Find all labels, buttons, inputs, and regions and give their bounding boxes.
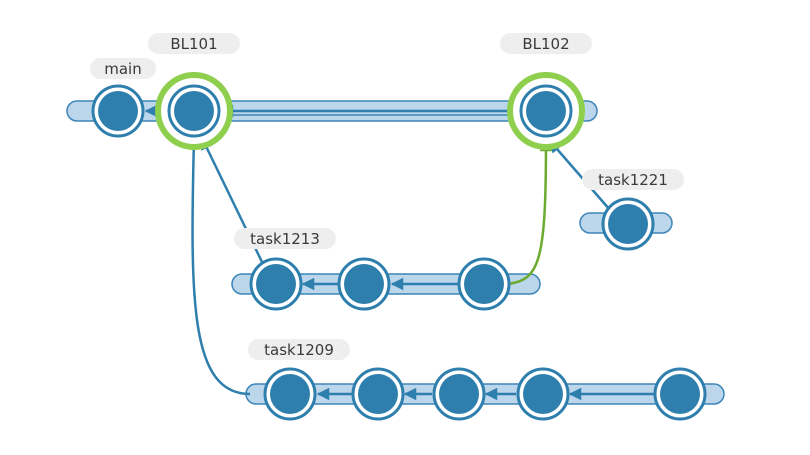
- label-task1209[interactable]: task1209: [248, 339, 350, 360]
- commit-task1209-4[interactable]: [516, 367, 570, 421]
- label-task1213-text: task1213: [250, 230, 320, 248]
- edge-task1209-to-bl101: [187, 136, 251, 396]
- label-bl101[interactable]: BL101: [148, 33, 240, 54]
- commit-task1209-5[interactable]: [653, 367, 707, 421]
- commit-task1213-2[interactable]: [337, 257, 391, 311]
- label-bl101-text: BL101: [170, 35, 217, 53]
- label-bl102[interactable]: BL102: [500, 33, 592, 54]
- commit-bl102[interactable]: [519, 84, 573, 138]
- edge-task1221-to-bl102: [549, 140, 611, 211]
- label-main-text: main: [104, 60, 141, 78]
- label-task1209-text: task1209: [264, 341, 334, 359]
- label-task1221-text: task1221: [598, 171, 668, 189]
- commit-bl101[interactable]: [167, 84, 221, 138]
- commit-task1213-1[interactable]: [249, 257, 303, 311]
- commit-main[interactable]: [91, 84, 145, 138]
- commit-task1221[interactable]: [601, 197, 655, 251]
- commit-task1209-1[interactable]: [263, 367, 317, 421]
- label-task1221[interactable]: task1221: [582, 169, 684, 190]
- commit-task1209-3[interactable]: [432, 367, 486, 421]
- merge-edge-task1213-to-bl102: [507, 138, 553, 286]
- commit-task1213-3[interactable]: [457, 257, 511, 311]
- label-task1213[interactable]: task1213: [234, 228, 336, 249]
- label-bl102-text: BL102: [522, 35, 569, 53]
- commit-task1209-2[interactable]: [351, 367, 405, 421]
- label-main[interactable]: main: [90, 58, 156, 79]
